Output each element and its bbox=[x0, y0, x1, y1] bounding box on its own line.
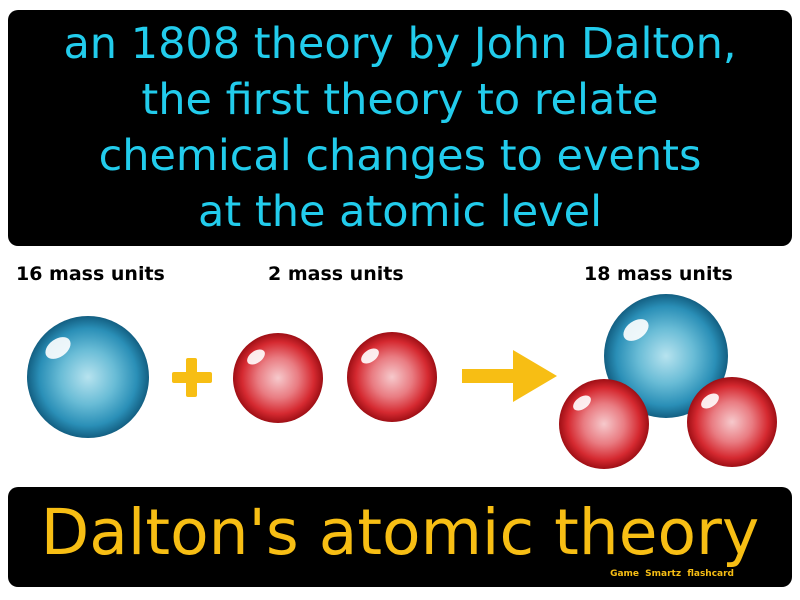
water-molecule-icon bbox=[559, 294, 777, 469]
reaction-diagram bbox=[27, 294, 777, 469]
definition-line: an 1808 theory by John Dalton, bbox=[63, 19, 737, 69]
mass-label-hydrogen: 2 mass units bbox=[268, 263, 404, 285]
oxygen-atom-icon bbox=[27, 316, 149, 438]
hydrogen-atom-icon bbox=[347, 332, 437, 422]
hydrogen-atom-icon bbox=[233, 333, 323, 423]
term-title: Dalton's atomic theory bbox=[40, 496, 760, 569]
definition-line: at the atomic level bbox=[197, 187, 603, 237]
definition-line: the first theory to relate bbox=[141, 75, 659, 125]
mass-label-oxygen: 16 mass units bbox=[16, 263, 165, 285]
plus-icon bbox=[172, 358, 212, 397]
definition-panel: an 1808 theory by John Dalton, the first… bbox=[8, 10, 792, 246]
mass-label-water: 18 mass units bbox=[584, 263, 733, 285]
definition-line: chemical changes to events bbox=[98, 131, 702, 181]
arrow-right-icon bbox=[462, 350, 557, 402]
term-panel: Dalton's atomic theory Game Smartz flash… bbox=[8, 487, 792, 587]
brand-label: Game Smartz flashcard bbox=[610, 569, 734, 579]
